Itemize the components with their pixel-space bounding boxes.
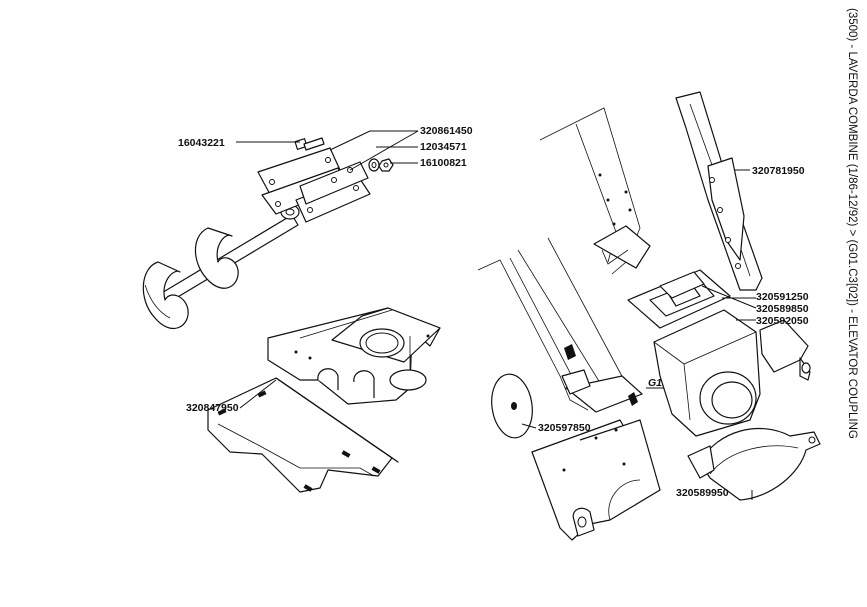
bracket-plate-320861450	[257, 147, 371, 223]
chute-320781950	[675, 91, 763, 291]
housing-frame	[267, 307, 441, 405]
label-12034571: 12034571	[420, 141, 467, 153]
washer-12034571	[368, 158, 380, 172]
elevator-tube-lower	[477, 237, 643, 413]
flange-320589850	[659, 271, 705, 299]
label-320861450: 320861450	[420, 125, 473, 137]
label-320591250: 320591250	[756, 291, 809, 303]
bolt-16043221	[294, 137, 325, 151]
half-collar-320589950	[687, 428, 821, 501]
label-320847950: 320847950	[186, 402, 239, 414]
label-320592050: 320592050	[756, 315, 809, 327]
label-320589850: 320589850	[756, 303, 809, 315]
nut-16100821	[378, 158, 394, 172]
label-320589950: 320589950	[676, 487, 729, 499]
elbow-320592050	[653, 309, 811, 437]
label-320781950: 320781950	[752, 165, 805, 177]
disc-320597850	[491, 373, 533, 439]
elevator-tube-upper	[539, 107, 651, 275]
label-16100821: 16100821	[420, 157, 467, 169]
label-16043221: 16043221	[178, 137, 225, 149]
label-320597850: 320597850	[538, 422, 591, 434]
lower-coupling-bracket	[531, 419, 661, 541]
auger-assembly	[142, 204, 300, 329]
shield-plate-320847950	[207, 377, 399, 493]
